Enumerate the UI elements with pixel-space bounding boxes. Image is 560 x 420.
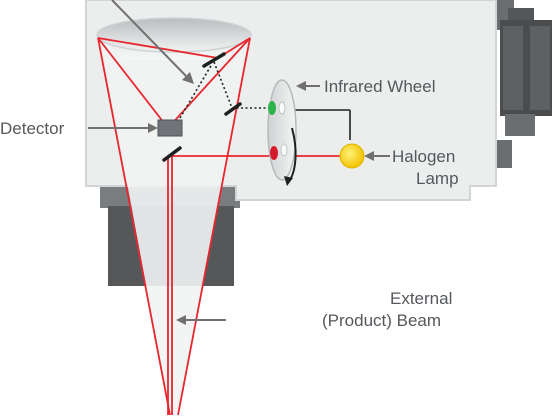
leader-arrowheads <box>148 72 374 325</box>
halogen-lamp <box>339 143 365 169</box>
label-external-line2: (Product) Beam <box>322 311 441 330</box>
infrared-wheel <box>267 79 297 186</box>
red-beam-lines <box>97 37 352 416</box>
detector <box>157 119 183 137</box>
leader-lines <box>88 0 390 321</box>
label-external-line1: External <box>390 289 452 308</box>
filter-red <box>270 146 278 160</box>
collecting-mirror <box>96 17 252 60</box>
label-detector: Detector <box>0 119 65 138</box>
right-fittings <box>496 0 552 168</box>
lamp-wire <box>290 109 351 140</box>
fold-mirrors <box>162 52 242 162</box>
label-halogen-line1: Halogen <box>392 147 455 166</box>
internal-light-path <box>179 61 272 119</box>
wheel-rotation-arrow <box>289 127 297 181</box>
filter-green <box>268 101 276 115</box>
product-beam-cone <box>100 36 250 415</box>
label-halogen-line2: Lamp <box>416 169 459 188</box>
label-infrared-wheel: Infrared Wheel <box>324 77 436 96</box>
